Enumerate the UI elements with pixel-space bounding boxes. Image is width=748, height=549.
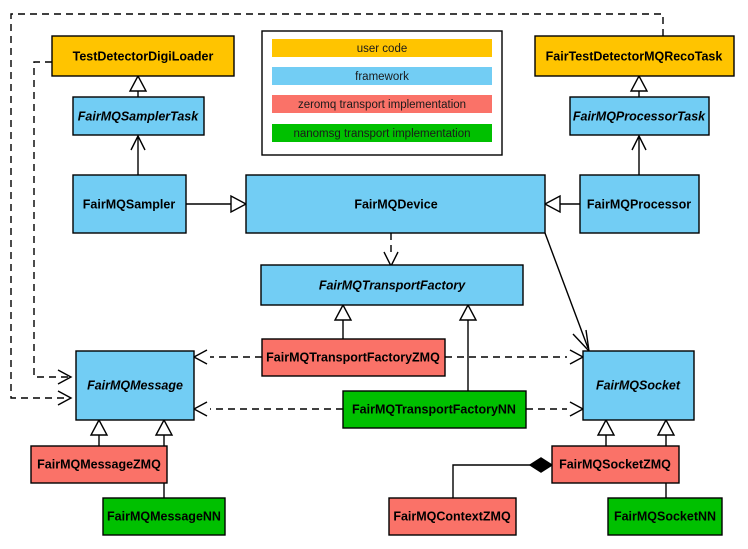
legend-swatch-framework (272, 67, 492, 85)
edge-tfnn-to-transportfactory (458, 303, 478, 391)
legend-swatch-nanomsg (272, 124, 492, 142)
edge-device-to-transportfactory (383, 233, 399, 268)
node-box-fair-mq-processor[interactable] (579, 174, 700, 234)
node-label-fair-mq-socket-zmq: FairMQSocketZMQ (559, 457, 671, 471)
edge-digiloader-to-message (33, 61, 73, 385)
node-fair-mq-sampler[interactable]: FairMQSampler (72, 174, 187, 234)
node-label-fair-mq-message-nn: FairMQMessageNN (107, 509, 221, 523)
edge-tfnn-to-message (192, 401, 343, 417)
legend: user code framework zeromq transport imp… (261, 30, 503, 156)
legend-label-nanomsg: nanomsg transport implementation (293, 128, 470, 140)
node-fair-mq-socket-nn[interactable]: FairMQSocketNN (607, 497, 723, 536)
node-box-fair-mq-device[interactable] (245, 174, 546, 234)
legend-label-user-code: user code (357, 43, 408, 55)
legend-item-nanomsg: nanomsg transport implementation (272, 124, 492, 142)
node-box-fair-mq-sampler[interactable] (72, 174, 187, 234)
edge-processor-to-processortask (631, 134, 647, 175)
edge-tfzmq-to-message (192, 349, 262, 365)
node-label-fair-test-detector-mq-reco-task: FairTestDetectorMQRecoTask (546, 49, 723, 63)
edge-processortask-to-recotask (629, 74, 649, 97)
node-layer: TestDetectorDigiLoader FairTestDetectorM… (30, 35, 735, 536)
legend-item-framework: framework (272, 67, 492, 85)
node-fair-mq-message-zmq[interactable]: FairMQMessageZMQ (30, 445, 168, 484)
edge-sampler-to-device (186, 194, 248, 214)
edge-tfzmq-to-socket (445, 349, 585, 365)
node-box-fair-test-detector-mq-reco-task[interactable] (534, 35, 735, 77)
node-fair-test-detector-mq-reco-task[interactable]: FairTestDetectorMQRecoTask (534, 35, 735, 77)
node-label-fair-mq-context-zmq: FairMQContextZMQ (393, 509, 511, 523)
edge-processor-to-device (543, 194, 580, 214)
node-fair-mq-device[interactable]: FairMQDevice (245, 174, 546, 234)
node-fair-mq-transport-factory-nn[interactable]: FairMQTransportFactoryNN (342, 390, 527, 429)
node-fair-mq-transport-factory-zmq[interactable]: FairMQTransportFactoryZMQ (261, 338, 446, 377)
node-box-fair-mq-message[interactable] (75, 350, 195, 421)
edge-socketzmq-to-socket (596, 418, 616, 446)
node-box-fair-mq-socket-nn[interactable] (607, 497, 723, 536)
edge-sampler-to-samplertask (130, 134, 146, 175)
node-fair-mq-message[interactable]: FairMQMessage (75, 350, 195, 421)
node-label-fair-mq-message: FairMQMessage (87, 378, 183, 392)
node-label-fair-mq-sampler-task: FairMQSamplerTask (78, 109, 199, 123)
node-box-test-detector-digi-loader[interactable] (51, 35, 235, 77)
node-box-fair-mq-transport-factory[interactable] (260, 264, 524, 306)
edge-tfzmq-to-transportfactory (333, 303, 353, 339)
node-fair-mq-transport-factory[interactable]: FairMQTransportFactory (260, 264, 524, 306)
legend-item-zeromq: zeromq transport implementation (272, 95, 492, 113)
node-box-fair-mq-message-nn[interactable] (102, 497, 226, 536)
legend-swatch-user-code (272, 39, 492, 57)
legend-item-user-code: user code (272, 39, 492, 57)
node-label-fair-mq-sampler: FairMQSampler (83, 197, 176, 211)
node-label-fair-mq-transport-factory-nn: FairMQTransportFactoryNN (352, 402, 516, 416)
node-box-fair-mq-context-zmq[interactable] (388, 497, 517, 536)
node-test-detector-digi-loader[interactable]: TestDetectorDigiLoader (51, 35, 235, 77)
node-label-test-detector-digi-loader: TestDetectorDigiLoader (73, 49, 214, 63)
node-label-fair-mq-socket: FairMQSocket (596, 378, 681, 392)
node-fair-mq-processor[interactable]: FairMQProcessor (579, 174, 700, 234)
node-box-fair-mq-transport-factory-zmq[interactable] (261, 338, 446, 377)
node-box-fair-mq-socket-zmq[interactable] (551, 445, 680, 484)
edge-layer (10, 13, 676, 498)
edge-recotask-to-message (10, 13, 664, 406)
legend-label-zeromq: zeromq transport implementation (298, 99, 466, 111)
node-fair-mq-socket[interactable]: FairMQSocket (582, 350, 695, 421)
edge-device-to-socket (544, 232, 591, 354)
node-box-fair-mq-socket[interactable] (582, 350, 695, 421)
node-fair-mq-message-nn[interactable]: FairMQMessageNN (102, 497, 226, 536)
edge-messagezmq-to-message (89, 418, 109, 446)
edge-samplertask-to-digiloader (128, 74, 148, 97)
edge-socketzmq-to-contextzmq (452, 457, 554, 498)
node-label-fair-mq-socket-nn: FairMQSocketNN (614, 509, 716, 523)
node-label-fair-mq-transport-factory: FairMQTransportFactory (319, 278, 466, 292)
legend-label-framework: framework (355, 71, 409, 83)
node-label-fair-mq-device: FairMQDevice (354, 197, 437, 211)
node-fair-mq-context-zmq[interactable]: FairMQContextZMQ (388, 497, 517, 536)
node-box-fair-mq-sampler-task[interactable] (72, 96, 205, 136)
node-box-fair-mq-transport-factory-nn[interactable] (342, 390, 527, 429)
node-fair-mq-socket-zmq[interactable]: FairMQSocketZMQ (551, 445, 680, 484)
node-fair-mq-sampler-task[interactable]: FairMQSamplerTask (72, 96, 205, 136)
node-label-fair-mq-processor-task: FairMQProcessorTask (573, 109, 706, 123)
node-box-fair-mq-processor-task[interactable] (569, 96, 710, 136)
legend-swatch-zeromq (272, 95, 492, 113)
node-label-fair-mq-transport-factory-zmq: FairMQTransportFactoryZMQ (266, 350, 440, 364)
node-label-fair-mq-message-zmq: FairMQMessageZMQ (37, 457, 161, 471)
node-box-fair-mq-message-zmq[interactable] (30, 445, 168, 484)
edge-tfnn-to-socket (526, 401, 585, 417)
node-label-fair-mq-processor: FairMQProcessor (587, 197, 691, 211)
node-fair-mq-processor-task[interactable]: FairMQProcessorTask (569, 96, 710, 136)
